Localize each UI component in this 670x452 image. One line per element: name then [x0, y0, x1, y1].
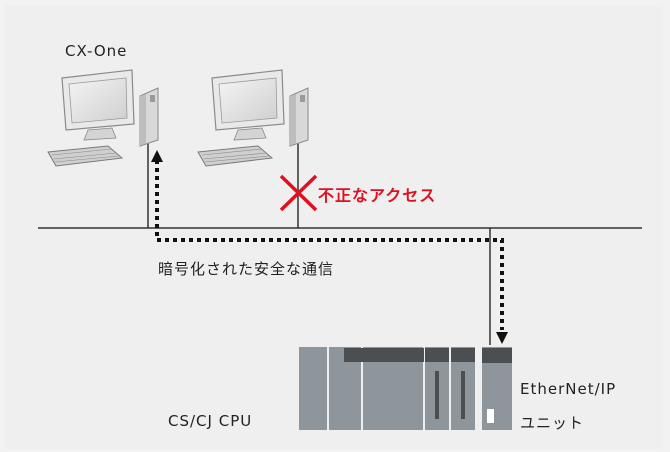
plc-rack — [299, 347, 512, 430]
arrow-up-icon — [151, 150, 163, 162]
cx-one-label: CX-One — [65, 42, 128, 60]
ethernet-ip-label: EtherNet/IP — [520, 380, 617, 398]
blocked-x-icon — [279, 174, 318, 212]
cpu-label: CS/CJ CPU — [168, 412, 253, 430]
secure-path-line — [155, 160, 504, 330]
secure-communication-label: 暗号化された安全な通信 — [158, 260, 335, 278]
pc-cx-one — [47, 69, 159, 167]
pc-unauthorized — [197, 69, 309, 167]
unit-label: ユニット — [520, 414, 585, 432]
unauthorized-access-label: 不正なアクセス — [318, 186, 437, 205]
arrow-down-icon — [496, 332, 508, 344]
